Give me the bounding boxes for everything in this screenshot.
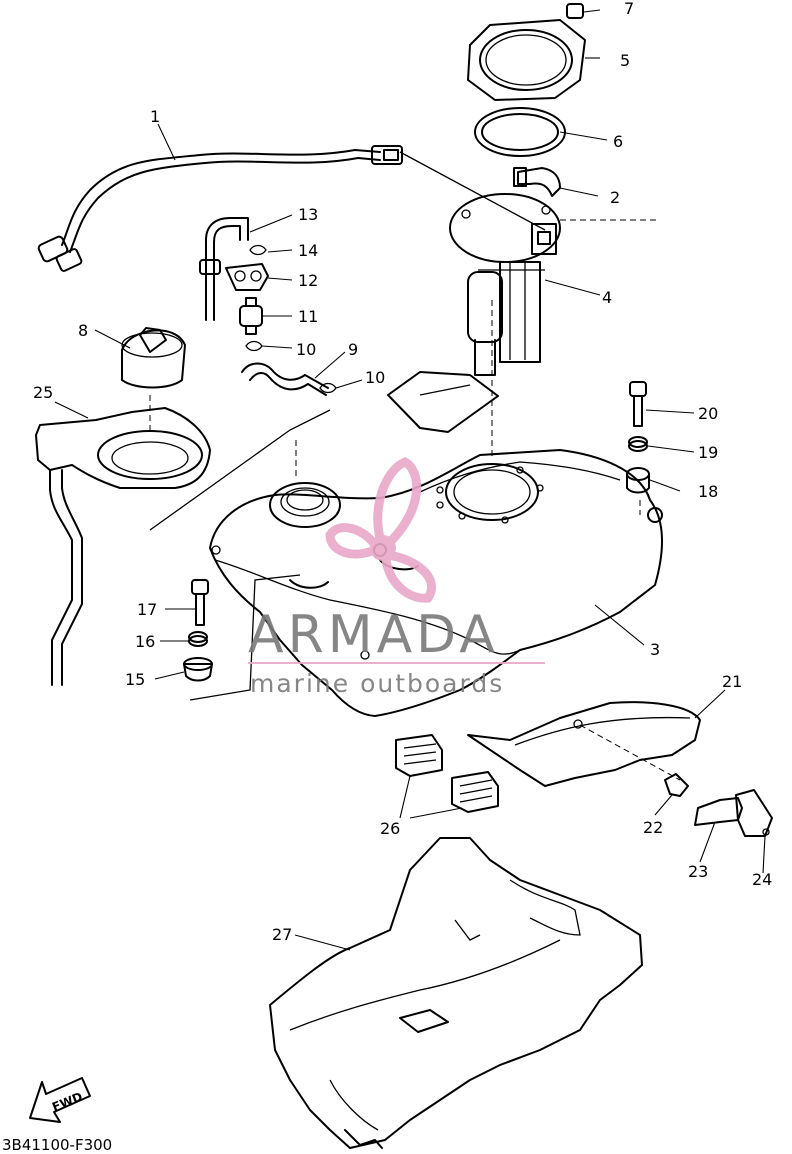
- filler-funnel-part-25: [35, 407, 211, 686]
- callout-9: 9: [348, 340, 358, 359]
- callout-labels: 1 2 3 4 5 6 7 8 9 10 10 11 12 13 14 15 1…: [33, 0, 772, 944]
- callout-8: 8: [78, 321, 88, 340]
- callout-20: 20: [698, 404, 718, 423]
- valve-part-11: [239, 297, 263, 335]
- fuel-hose-part-1: [37, 145, 403, 272]
- callout-23: 23: [688, 862, 708, 881]
- callout-25: 25: [33, 383, 53, 402]
- watermark: ARMADA marine outboards: [248, 457, 545, 698]
- callout-10b: 10: [365, 368, 385, 387]
- callout-6: 6: [613, 132, 623, 151]
- screw-part-22: [664, 773, 689, 797]
- bolt-part-20: [629, 381, 647, 427]
- callout-24: 24: [752, 870, 772, 889]
- vent-hose-part-9: [241, 362, 329, 396]
- fwd-label: FWD: [50, 1089, 84, 1114]
- callout-4: 4: [602, 288, 612, 307]
- callout-13: 13: [298, 205, 318, 224]
- bracket-part-12: [225, 263, 269, 291]
- damper-part-26b: [451, 771, 499, 813]
- damper-part-15: [183, 657, 213, 682]
- clip-part-14: [249, 244, 267, 256]
- propeller-logo: [325, 457, 436, 603]
- watermark-tagline: marine outboards: [250, 669, 504, 698]
- watermark-brand: ARMADA: [248, 605, 499, 665]
- retainer-ring-part-5: [467, 19, 586, 101]
- plate-part-24: [735, 789, 773, 837]
- under-cover-part-27: [269, 837, 643, 1149]
- fuel-cap-part-8: [121, 327, 186, 389]
- fuel-tank-part-3: [209, 449, 663, 717]
- gasket-part-6: [474, 107, 566, 157]
- bolt-part-7: [566, 3, 584, 19]
- callout-26: 26: [380, 819, 400, 838]
- fuel-filter-part-4b: [387, 371, 499, 433]
- callout-10a: 10: [296, 340, 316, 359]
- bolt-part-17: [191, 579, 209, 626]
- callout-7: 7: [624, 0, 634, 18]
- cover-part-21: [467, 701, 701, 787]
- callout-12: 12: [298, 271, 318, 290]
- callout-27: 27: [272, 925, 292, 944]
- leader-lines: [54, 9, 766, 951]
- callout-1: 1: [150, 107, 160, 126]
- callout-14: 14: [298, 241, 318, 260]
- callout-17: 17: [137, 600, 157, 619]
- callout-22: 22: [643, 818, 663, 837]
- callout-5: 5: [620, 51, 630, 70]
- connection-lines: [149, 151, 681, 781]
- callout-3: 3: [650, 640, 660, 659]
- clip-part-10a: [245, 340, 263, 352]
- collar-part-19: [628, 436, 648, 452]
- damper-part-18: [626, 467, 650, 494]
- callout-15: 15: [125, 670, 145, 689]
- hose-connector-part-2: [513, 167, 561, 197]
- callout-2: 2: [610, 188, 620, 207]
- vent-hose-part-13: [199, 217, 249, 321]
- forward-arrow-icon: FWD: [29, 1077, 91, 1123]
- callout-11: 11: [298, 307, 318, 326]
- plate-part-23: [694, 797, 743, 826]
- collar-part-16: [188, 631, 208, 647]
- damper-part-26a: [395, 734, 443, 777]
- callout-21: 21: [722, 672, 742, 691]
- callout-18: 18: [698, 482, 718, 501]
- callout-19: 19: [698, 443, 718, 462]
- diagram-code: 3B41100-F300: [2, 1136, 112, 1154]
- fuel-pump-part-4: [449, 193, 561, 376]
- callout-16: 16: [135, 632, 155, 651]
